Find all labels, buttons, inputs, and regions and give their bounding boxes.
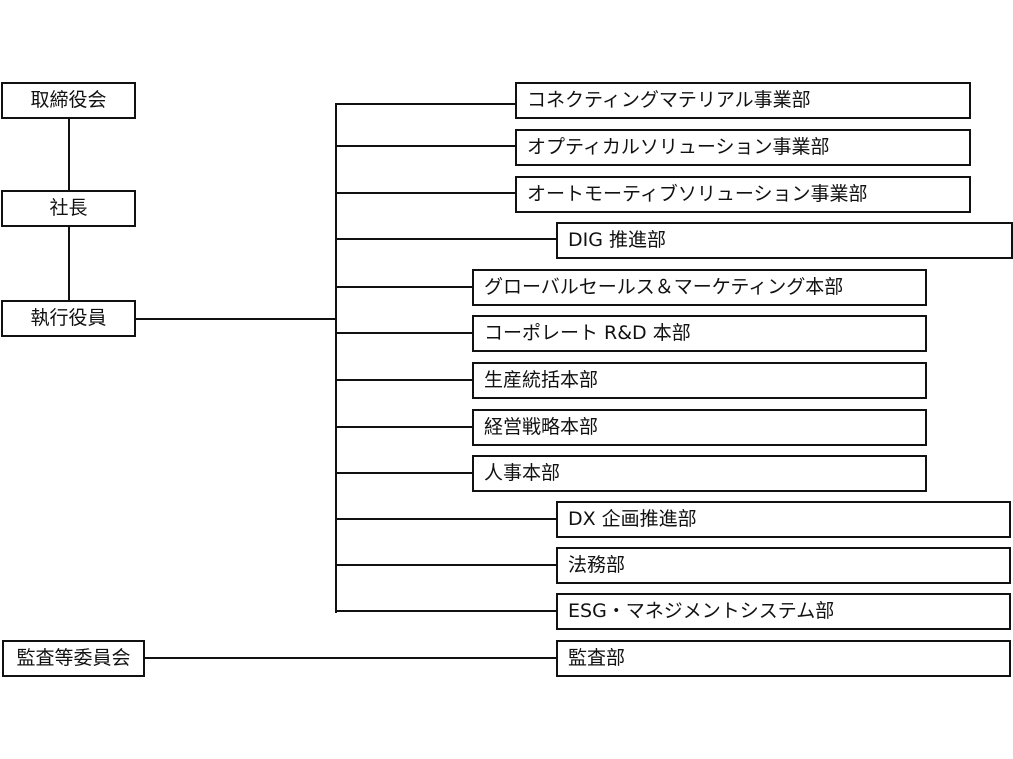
department-box: 生産統括本部 xyxy=(472,362,927,399)
audit-department-box: 監査部 xyxy=(556,640,1011,677)
connector-audit xyxy=(145,657,557,659)
department-box: オプティカルソリューション事業部 xyxy=(515,129,971,166)
department-box: グローバルセールス＆マーケティング本部 xyxy=(472,269,927,306)
department-box: DIG 推進部 xyxy=(556,222,1013,259)
branch-line xyxy=(336,610,557,612)
branch-line xyxy=(336,426,473,428)
department-box: ESG・マネジメントシステム部 xyxy=(556,593,1011,630)
president-box: 社長 xyxy=(1,190,136,227)
department-box: コネクティングマテリアル事業部 xyxy=(515,82,971,119)
department-box: 経営戦略本部 xyxy=(472,409,927,446)
branch-line xyxy=(336,472,473,474)
connector-board-president xyxy=(68,118,70,191)
connector-executives-trunk xyxy=(136,318,337,320)
branch-line xyxy=(336,286,473,288)
board-of-directors-box: 取締役会 xyxy=(1,82,136,119)
branch-line xyxy=(336,564,557,566)
department-box: オートモーティブソリューション事業部 xyxy=(515,176,971,213)
branch-line xyxy=(336,103,516,105)
executive-officers-box: 執行役員 xyxy=(1,300,136,337)
connector-president-executives xyxy=(68,226,70,301)
branch-line xyxy=(336,238,557,240)
branch-line xyxy=(336,145,516,147)
audit-committee-box: 監査等委員会 xyxy=(2,640,145,677)
department-box: 人事本部 xyxy=(472,455,927,492)
branch-line xyxy=(336,332,473,334)
branch-line xyxy=(336,192,516,194)
department-box: DX 企画推進部 xyxy=(556,501,1011,538)
department-box: 法務部 xyxy=(556,547,1011,584)
branch-line xyxy=(336,379,473,381)
branch-line xyxy=(336,518,557,520)
department-box: コーポレート R&D 本部 xyxy=(472,315,927,352)
trunk-line xyxy=(335,103,337,613)
